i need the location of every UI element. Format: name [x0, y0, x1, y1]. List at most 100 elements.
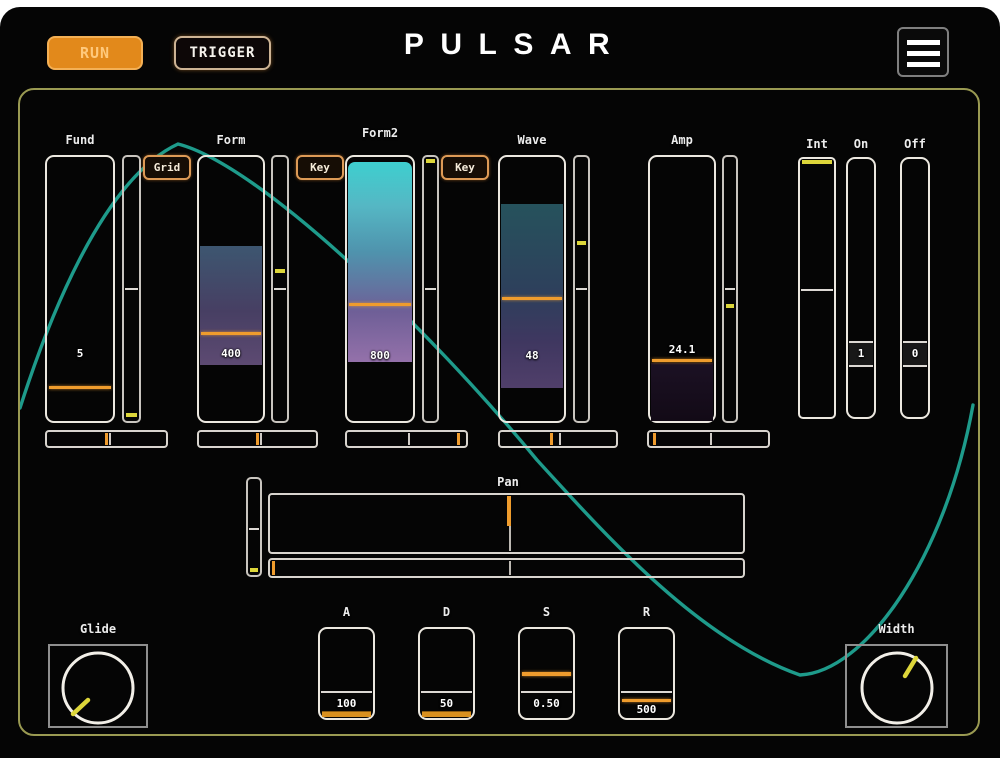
glide-knob-face: [61, 651, 135, 725]
fund-mod-handle: [126, 413, 137, 417]
int-divider: [801, 289, 833, 291]
grid-button[interactable]: Grid: [143, 155, 191, 180]
page-title: PULSAR: [403, 28, 627, 61]
wave-range-divider: [559, 433, 561, 445]
amp-range-bar[interactable]: [647, 430, 770, 448]
form2-range-divider: [408, 433, 410, 445]
release-value: 500: [636, 703, 657, 716]
pan-slider[interactable]: [268, 493, 745, 554]
run-button[interactable]: RUN: [47, 36, 143, 70]
form2-mod-slider[interactable]: [422, 155, 439, 423]
amp-range-divider: [710, 433, 712, 445]
off-box-top: [903, 341, 927, 343]
glide-knob[interactable]: [48, 644, 148, 728]
width-label: Width: [878, 622, 915, 636]
fund-range-divider: [109, 433, 111, 445]
release-slider[interactable]: 500: [618, 627, 675, 720]
sustain-handle: [522, 672, 571, 676]
form-mod-handle: [275, 269, 285, 273]
off-box-bottom: [903, 365, 927, 367]
pan-label: Pan: [497, 475, 519, 489]
fund-range-bar[interactable]: [45, 430, 168, 448]
width-knob-indicator: [902, 655, 919, 679]
decay-label: D: [442, 605, 451, 619]
glide-label: Glide: [79, 622, 117, 636]
decay-handle: [422, 711, 471, 717]
attack-handle: [322, 711, 371, 717]
decay-value: 50: [439, 697, 454, 710]
sustain-label: S: [542, 605, 551, 619]
form2-mod-divider: [425, 288, 436, 290]
wave-fill: [501, 204, 563, 388]
wave-range-bar[interactable]: [498, 430, 618, 448]
attack-value: 100: [336, 697, 357, 710]
pan-handle: [507, 496, 511, 526]
decay-slider[interactable]: 50: [418, 627, 475, 720]
wave-value: 48: [525, 349, 539, 362]
int-label: Int: [806, 137, 828, 151]
attack-label: A: [342, 605, 351, 619]
int-slider-handle: [802, 160, 832, 164]
form-mod-slider[interactable]: [271, 155, 289, 423]
off-slider[interactable]: 0: [900, 157, 930, 419]
trigger-button[interactable]: TRIGGER: [174, 36, 271, 70]
app-background: [0, 7, 1000, 758]
form-range-divider: [260, 433, 262, 445]
wave-range-handle: [550, 433, 553, 445]
form2-range-bar[interactable]: [345, 430, 468, 448]
form-slider[interactable]: 400: [197, 155, 265, 423]
release-divider: [621, 691, 672, 693]
modulation-curve: [18, 142, 975, 677]
amp-mod-slider[interactable]: [722, 155, 738, 423]
key-button-form[interactable]: Key: [296, 155, 344, 180]
form-mod-divider: [274, 288, 286, 290]
on-value-box: [849, 342, 873, 366]
fund-slider[interactable]: 5: [45, 155, 115, 423]
form2-label: Form2: [361, 126, 399, 140]
wave-slider[interactable]: 48: [498, 155, 566, 423]
form2-mod-handle: [426, 159, 435, 163]
form2-slider-handle: [349, 303, 411, 306]
form2-value: 800: [370, 349, 390, 362]
off-label: Off: [904, 137, 926, 151]
attack-divider: [321, 691, 372, 693]
on-value: 1: [857, 347, 865, 360]
pan-mod-slider[interactable]: [246, 477, 262, 577]
sustain-divider: [521, 691, 572, 693]
form2-range-handle: [457, 433, 460, 445]
sustain-slider[interactable]: 0.50: [518, 627, 575, 720]
main-panel: [18, 88, 980, 736]
amp-slider-handle: [652, 359, 712, 362]
sustain-value: 0.50: [533, 697, 560, 710]
wave-mod-slider[interactable]: [573, 155, 590, 423]
int-slider[interactable]: [798, 157, 836, 419]
menu-button[interactable]: [897, 27, 949, 77]
amp-fill: [651, 363, 713, 421]
pan-range-bar[interactable]: [268, 558, 745, 578]
off-value: 0: [911, 347, 919, 360]
attack-slider[interactable]: 100: [318, 627, 375, 720]
on-box-top: [849, 341, 873, 343]
form-range-handle: [256, 433, 259, 445]
form-slider-handle: [201, 332, 261, 335]
wave-mod-divider: [576, 288, 587, 290]
form2-slider[interactable]: 800: [345, 155, 415, 423]
amp-slider[interactable]: 24.1: [648, 155, 716, 423]
key-button-form2[interactable]: Key: [441, 155, 489, 180]
fund-slider-handle: [49, 386, 111, 389]
pan-mod-handle: [250, 568, 258, 572]
pan-mod-divider: [249, 528, 259, 530]
on-slider[interactable]: 1: [846, 157, 876, 419]
wave-slider-handle: [502, 297, 562, 300]
fund-range-handle: [105, 433, 108, 445]
width-knob[interactable]: [845, 644, 948, 728]
form-fill: [200, 246, 262, 365]
on-label: On: [853, 137, 869, 151]
release-label: R: [642, 605, 651, 619]
fund-mod-slider[interactable]: [122, 155, 141, 423]
pan-range-handle: [272, 561, 275, 575]
wave-label: Wave: [517, 133, 547, 147]
form-range-bar[interactable]: [197, 430, 318, 448]
fund-label: Fund: [65, 133, 95, 147]
